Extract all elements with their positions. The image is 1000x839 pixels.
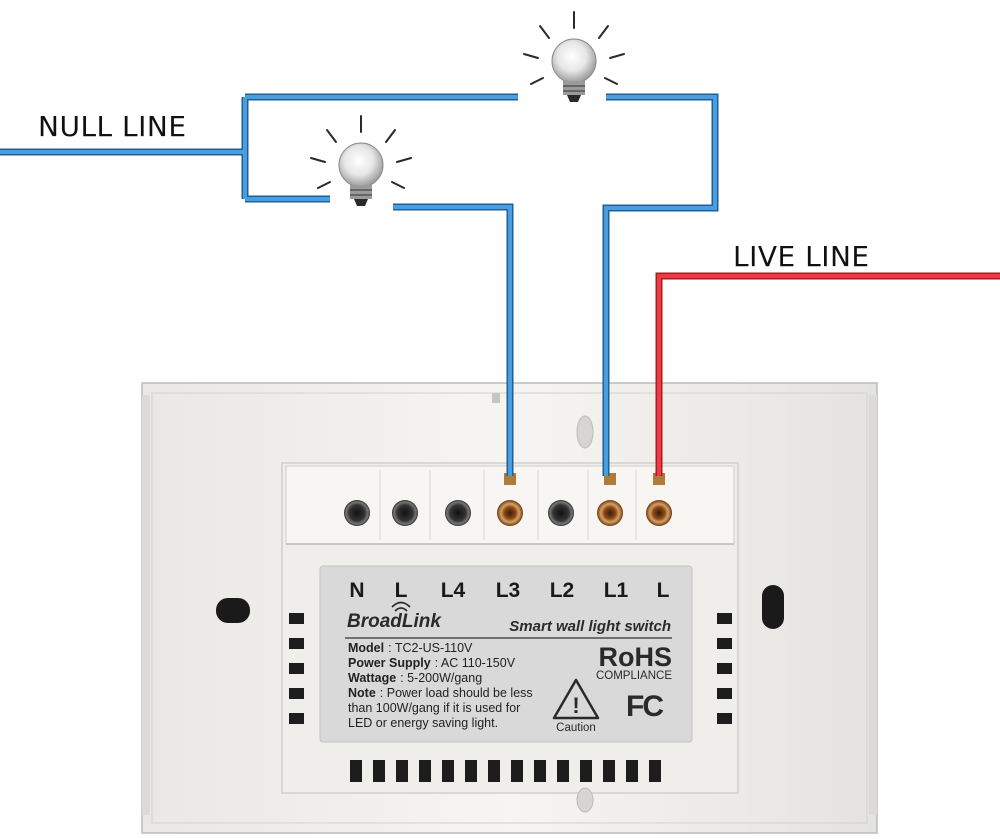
mount-slot-right [762,585,784,629]
screw-l3 [497,500,523,526]
svg-text:Note: Power load should be les: Note : Power load should be less [348,686,533,700]
spec-power-value: : AC 110-150V [435,656,516,670]
spec-note-line3: LED or energy saving light. [348,716,498,730]
device-label-plate: N L L4 L3 L2 L1 L BroadLink Smart wall l… [319,565,693,743]
caution-text: Caution [556,722,596,734]
null-wires [0,93,719,476]
terminal-screws [344,473,672,526]
terminal-label-1: L [395,579,408,602]
light-bulb-icon [310,115,412,206]
svg-text:Model: TC2-US-110V: Model : TC2-US-110V [348,641,473,655]
caution-exclamation: ! [572,693,579,718]
spec-wattage-key: Wattage [348,671,396,685]
null-line-label: NULL LINE [38,110,187,143]
screw-l2 [548,500,574,526]
compliance-text: COMPLIANCE [596,670,672,682]
spec-note-key: Note [348,686,376,700]
screw-l4 [445,500,471,526]
spec-note-line1: : Power load should be less [380,686,533,700]
screw-l-live [646,500,672,526]
brand-name: BroadLink [347,611,442,632]
spec-model-value: : TC2-US-110V [388,641,473,655]
terminal-label-4: L2 [550,579,575,602]
mount-slot-left [216,598,250,623]
vents-right [717,613,732,724]
terminal-label-0: N [349,579,364,602]
spec-wattage-value: : 5-200W/gang [400,671,482,685]
product-name: Smart wall light switch [509,618,671,635]
vents-bottom [350,760,661,782]
terminal-label-6: L [657,579,670,602]
spec-power-key: Power Supply [348,656,431,670]
light-bulb-icon [523,11,625,102]
vents-left [289,613,304,724]
live-line-label: LIVE LINE [733,240,870,273]
svg-text:Power Supply: AC 110-150V: Power Supply : AC 110-150V [348,656,516,670]
terminal-label-2: L4 [441,579,466,602]
screw-l-in [392,500,418,526]
caution-triangle-icon: ! [552,678,600,720]
rohs-mark: RoHS [599,642,673,672]
svg-text:Wattage: 5-200W/gang: Wattage : 5-200W/gang [348,671,482,685]
screw-l1 [597,500,623,526]
live-wire [655,272,1000,476]
screw-n [344,500,370,526]
terminal-label-5: L1 [604,579,629,602]
fc-mark: FC [626,690,663,723]
spec-note-line2: than 100W/gang if it is used for [348,701,520,715]
spec-model-key: Model [348,641,384,655]
terminal-label-3: L3 [496,579,521,602]
brand-logo: BroadLink [347,601,442,632]
